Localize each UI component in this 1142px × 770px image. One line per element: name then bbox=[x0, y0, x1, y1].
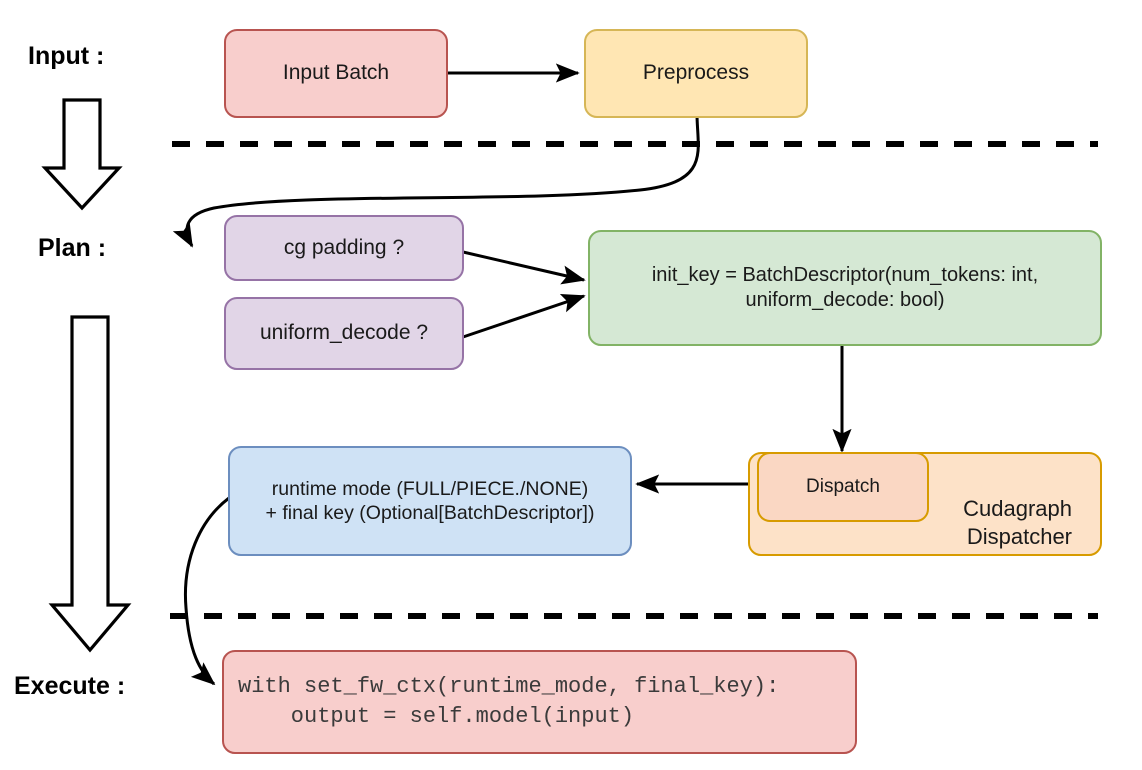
node-preprocess-label: Preprocess bbox=[642, 61, 750, 85]
connector-cg-padding-to-init-key bbox=[462, 250, 586, 285]
node-runtime-mode-line2: + final key (Optional[BatchDescriptor]) bbox=[265, 502, 595, 524]
node-dispatch-label: Dispatch bbox=[806, 476, 880, 498]
node-cg-padding[interactable]: cg padding ? bbox=[224, 215, 464, 281]
stage-label-plan: Plan : bbox=[38, 234, 107, 262]
node-runtime-mode-line1: runtime mode (FULL/PIECE./NONE) bbox=[271, 477, 589, 500]
node-runtime-mode[interactable]: runtime mode (FULL/PIECE./NONE) + final … bbox=[228, 446, 632, 556]
node-input-batch[interactable]: Input Batch bbox=[224, 29, 448, 118]
node-preprocess[interactable]: Preprocess bbox=[584, 29, 808, 118]
stage-label-input: Input : bbox=[28, 42, 105, 70]
node-cudagraph-dispatcher-line2: Dispatcher bbox=[966, 523, 1072, 549]
node-init-key-line1: init_key = BatchDescriptor(num_tokens: i… bbox=[651, 264, 1039, 286]
node-input-batch-label: Input Batch bbox=[282, 61, 390, 85]
connector-runtime-mode-to-execute-code bbox=[183, 496, 230, 686]
node-execute-code[interactable]: with set_fw_ctx(runtime_mode, final_key)… bbox=[222, 650, 857, 754]
node-uniform-decode[interactable]: uniform_decode ? bbox=[224, 297, 464, 370]
connector-uniform-decode-to-init-key bbox=[462, 294, 586, 339]
input-to-plan-block-arrow bbox=[41, 98, 123, 211]
node-execute-code-line2: output = self.model(input) bbox=[238, 704, 635, 729]
node-uniform-decode-label: uniform_decode ? bbox=[259, 321, 429, 345]
connector-preprocess-to-cg-padding bbox=[172, 113, 700, 248]
plan-to-execute-block-arrow bbox=[48, 315, 132, 653]
stage-label-execute: Execute : bbox=[14, 672, 126, 700]
node-init-key-line2: uniform_decode: bool) bbox=[745, 289, 945, 311]
node-cg-padding-label: cg padding ? bbox=[283, 235, 405, 259]
node-dispatch[interactable]: Dispatch bbox=[757, 452, 929, 522]
node-execute-code-line1: with set_fw_ctx(runtime_mode, final_key)… bbox=[238, 674, 780, 700]
node-cudagraph-dispatcher-line1: Cudagraph bbox=[963, 496, 1072, 521]
node-init-key[interactable]: init_key = BatchDescriptor(num_tokens: i… bbox=[588, 230, 1102, 346]
